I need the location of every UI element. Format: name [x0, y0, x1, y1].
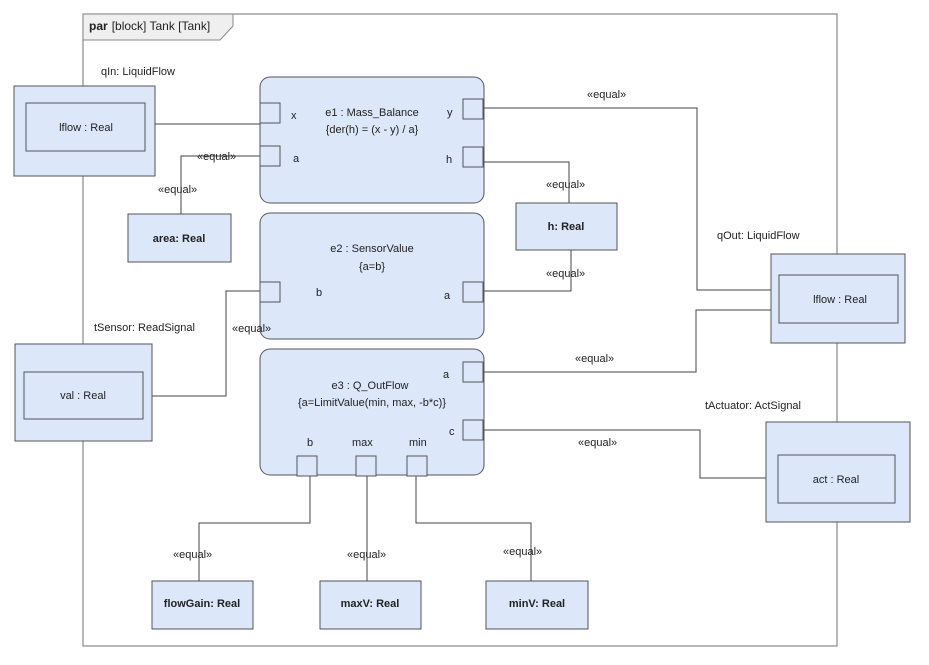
- value-minv[interactable]: minV: Real: [485, 580, 589, 630]
- qout-label: qOut: LiquidFlow: [717, 230, 800, 242]
- tsensor-label: tSensor: ReadSignal: [94, 322, 195, 334]
- equal-label-c: «equal»: [578, 437, 617, 449]
- e1-port-x-label: x: [291, 110, 297, 122]
- equal-label-area-a: «equal»: [197, 151, 236, 163]
- minv-label: minV: Real: [509, 598, 565, 610]
- h-label: h: Real: [548, 221, 585, 233]
- e1-port-a[interactable]: [259, 145, 281, 167]
- e3-port-min-label: min: [409, 437, 427, 449]
- equal-label-maxv: «equal»: [347, 549, 386, 561]
- e2-port-a[interactable]: [462, 281, 484, 303]
- e2-port-b[interactable]: [259, 281, 281, 303]
- e3-port-c[interactable]: [462, 419, 484, 441]
- e3-name: e3 : Q_OutFlow: [331, 380, 408, 392]
- value-area[interactable]: area: Real: [127, 213, 232, 263]
- constraint-e3[interactable]: e3 : Q_OutFlow {a=LimitValue(min, max, -…: [259, 348, 485, 477]
- e2-expression: {a=b}: [359, 261, 385, 273]
- equal-label-e2a: «equal»: [546, 268, 585, 280]
- e3-port-a-label: a: [443, 369, 450, 381]
- e2-name: e2 : SensorValue: [330, 243, 414, 255]
- maxv-label: maxV: Real: [341, 598, 400, 610]
- e3-port-max-label: max: [352, 437, 373, 449]
- port-qin[interactable]: qIn: LiquidFlow lflow : Real: [13, 66, 175, 177]
- e1-name: e1 : Mass_Balance: [325, 107, 419, 119]
- e1-expression: {der(h) = (x - y) / a}: [326, 124, 419, 136]
- constraint-e1[interactable]: e1 : Mass_Balance {der(h) = (x - y) / a}…: [259, 76, 485, 204]
- e3-port-a[interactable]: [462, 361, 484, 383]
- connector-c-act[interactable]: [484, 429, 778, 479]
- equal-label-e3a: «equal»: [575, 353, 614, 365]
- connector-area-a[interactable]: [180, 155, 260, 214]
- e2-port-b-label: b: [316, 287, 322, 299]
- value-flowgain[interactable]: flowGain: Real: [151, 580, 254, 630]
- e1-port-h[interactable]: [462, 146, 484, 168]
- e1-port-x[interactable]: [259, 102, 281, 124]
- flowgain-label: flowGain: Real: [164, 598, 240, 610]
- constraint-e2[interactable]: e2 : SensorValue {a=b} b a: [259, 212, 485, 340]
- e1-port-y-label: y: [447, 107, 453, 119]
- connector-tsensor-b[interactable]: [143, 290, 260, 397]
- connector-b-flowgain[interactable]: [198, 476, 311, 581]
- qin-label: qIn: LiquidFlow: [101, 66, 175, 78]
- connectors: [143, 107, 779, 581]
- e3-port-c-label: c: [449, 426, 455, 438]
- connector-h-hreal[interactable]: [484, 161, 570, 203]
- e3-port-b-label: b: [307, 437, 313, 449]
- port-qout[interactable]: qOut: LiquidFlow lflow : Real: [717, 230, 906, 344]
- port-tsensor[interactable]: tSensor: ReadSignal val : Real: [14, 322, 195, 442]
- e3-port-min[interactable]: [406, 455, 428, 477]
- e1-port-a-label: a: [293, 153, 300, 165]
- e2-port-a-label: a: [444, 290, 451, 302]
- e1-port-h-label: h: [446, 154, 452, 166]
- equal-label-h: «equal»: [546, 179, 585, 191]
- qout-lflow-label: lflow : Real: [813, 294, 867, 306]
- e3-port-b[interactable]: [296, 455, 318, 477]
- equal-label-area: «equal»: [158, 184, 197, 196]
- frame-title: par [block] Tank [Tank]: [89, 19, 210, 33]
- e3-port-max[interactable]: [355, 455, 377, 477]
- connector-labels: «equal» «equal» «equal» «equal» «equal» …: [158, 89, 626, 561]
- value-maxv[interactable]: maxV: Real: [319, 580, 422, 630]
- equal-label-flowgain: «equal»: [173, 549, 212, 561]
- equal-label-tsensor: «equal»: [232, 323, 271, 335]
- e1-port-y[interactable]: [462, 98, 484, 120]
- connector-y-qout[interactable]: [484, 107, 779, 291]
- equal-label-y-qout: «equal»: [587, 89, 626, 101]
- qin-lflow-label: lflow : Real: [59, 122, 113, 134]
- connector-min-minv[interactable]: [415, 476, 532, 581]
- port-tactuator[interactable]: tActuator: ActSignal act : Real: [705, 400, 911, 523]
- frame-keyword: par: [89, 19, 108, 33]
- tsensor-val-label: val : Real: [60, 390, 106, 402]
- e3-expression: {a=LimitValue(min, max, -b*c)}: [298, 397, 446, 409]
- area-label: area: Real: [153, 233, 206, 245]
- tactuator-act-label: act : Real: [813, 474, 859, 486]
- frame-name: [block] Tank [Tank]: [112, 19, 211, 33]
- equal-label-minv: «equal»: [503, 546, 542, 558]
- value-h[interactable]: h: Real: [515, 202, 618, 251]
- connector-hreal-e2a[interactable]: [484, 250, 572, 292]
- tactuator-label: tActuator: ActSignal: [705, 400, 801, 412]
- connector-e3a-qout[interactable]: [484, 309, 779, 373]
